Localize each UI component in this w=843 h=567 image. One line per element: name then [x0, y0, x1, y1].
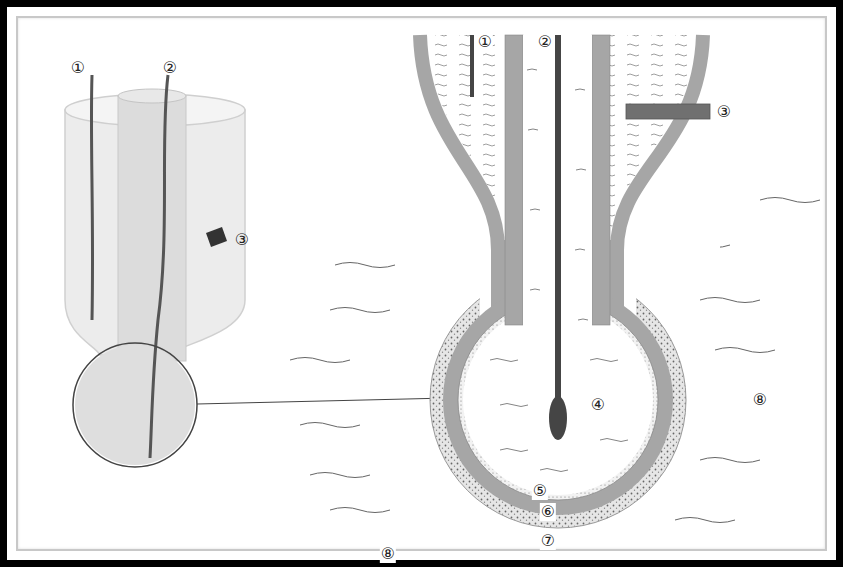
callout-number: ⑦ — [540, 532, 556, 550]
right-electrode-section — [290, 30, 820, 528]
callout-number: ⑤ — [532, 482, 548, 500]
callout-number: ④ — [590, 396, 606, 414]
left-electrode — [65, 75, 448, 467]
callout-number: ① — [477, 33, 493, 51]
callout-number: ⑧ — [380, 545, 396, 563]
callout-number: ② — [162, 59, 178, 77]
callout-number: ③ — [234, 231, 250, 249]
callout-number: ② — [537, 33, 553, 51]
callout-number: ⑧ — [752, 391, 768, 409]
callout-number: ① — [70, 59, 86, 77]
callout-number: ⑥ — [540, 503, 556, 521]
callout-number: ③ — [716, 103, 732, 121]
